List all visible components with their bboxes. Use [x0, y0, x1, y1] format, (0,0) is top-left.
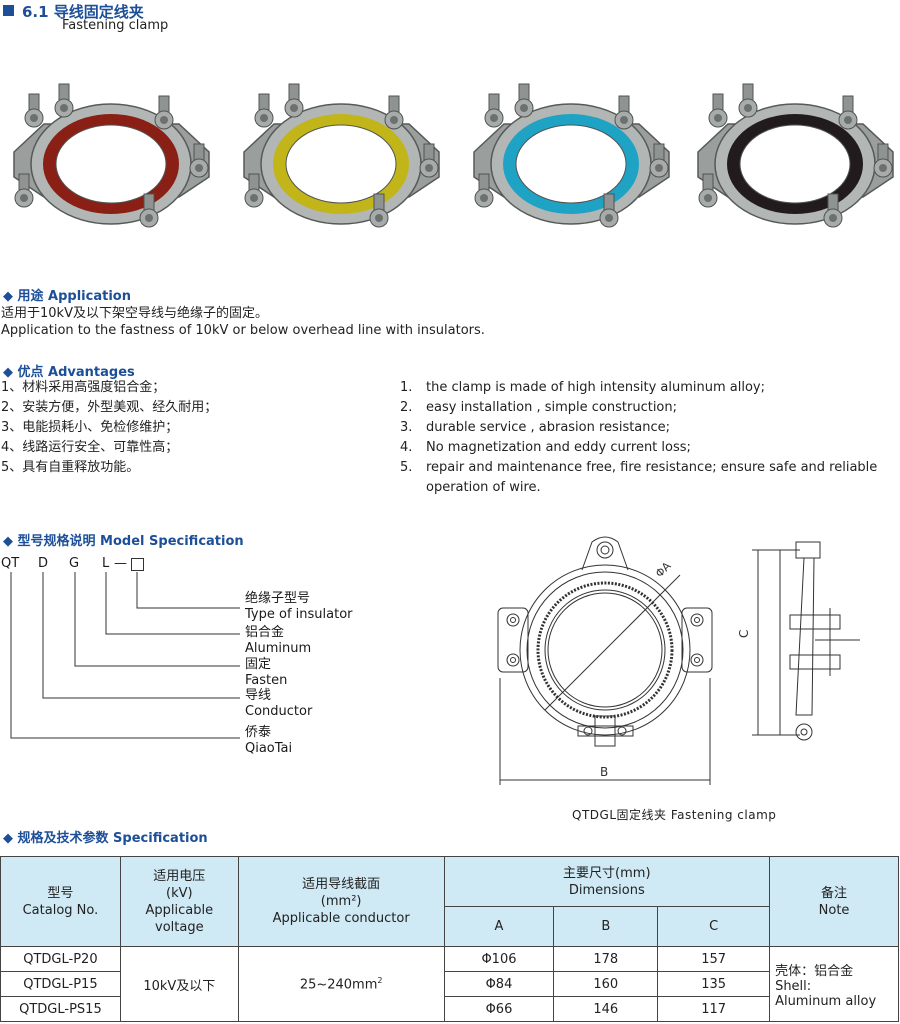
cell-model: QTDGL-PS15 — [0, 996, 121, 1022]
cell-b: 178 — [553, 946, 659, 972]
diamond-icon: ◆ — [3, 289, 13, 304]
code-d: D — [38, 556, 49, 571]
advantage-en-item: No magnetization and eddy current loss; — [426, 440, 691, 455]
cell-a: Φ66 — [443, 996, 555, 1022]
product-image-red — [13, 83, 210, 228]
header-b: B — [553, 906, 659, 947]
code-dash: — — [114, 556, 127, 571]
header-conductor: 适用导线截面 (mm²) Applicable conductor — [237, 856, 445, 947]
model-leader-lines — [10, 572, 240, 739]
header-dimensions: 主要尺寸(mm) Dimensions — [443, 856, 771, 907]
advantages-cn-list: 1、材料采用高强度铝合金； 2、安装方便，外型美观、经久耐用； 3、电能损耗小、… — [1, 378, 217, 478]
technical-drawing: ΦA B C — [497, 536, 860, 785]
spec-heading: ◆ 规格及技术参数 Specification — [3, 831, 208, 846]
application-heading: ◆ 用途 Application — [3, 289, 131, 304]
product-image-black — [697, 83, 894, 228]
drawing-caption: QTDGL固定线夹 Fastening clamp — [572, 808, 777, 822]
cell-model: QTDGL-P20 — [0, 946, 121, 972]
application-text-cn: 适用于10kV及以下架空导线与绝缘子的固定。 — [1, 306, 268, 321]
dim-b: B — [600, 765, 608, 779]
table-row: QTDGL-PS15 Φ66 146 117 — [0, 996, 899, 1022]
advantages-en-list: the clamp is made of high intensity alum… — [426, 378, 877, 498]
advantage-en-item: operation of wire. — [426, 480, 541, 495]
header-a: A — [443, 906, 555, 947]
cell-b: 146 — [553, 996, 659, 1022]
product-image-blue — [473, 83, 670, 228]
advantages-heading: ◆ 优点 Advantages — [3, 365, 135, 380]
advantage-en-item: easy installation , simple construction; — [426, 400, 678, 415]
advantage-cn-item: 4、线路运行安全、可靠性高； — [1, 440, 179, 455]
diamond-icon: ◆ — [3, 534, 13, 549]
cell-note: 壳体：铝合金 Shell: Aluminum alloy — [769, 946, 899, 1022]
advantage-cn-item: 1、材料采用高强度铝合金； — [1, 380, 166, 395]
advantage-en-item: the clamp is made of high intensity alum… — [426, 380, 765, 395]
cell-c: 135 — [657, 971, 771, 997]
cell-c: 117 — [657, 996, 771, 1022]
cell-model: QTDGL-P15 — [0, 971, 121, 997]
advantage-cn-item: 2、安装方便，外型美观、经久耐用； — [1, 400, 218, 415]
spec-table: 型号 Catalog No. 适用电压 (kV) Applicable volt… — [0, 856, 899, 1022]
model-heading: ◆ 型号规格说明 Model Specification — [3, 534, 244, 549]
cell-b: 160 — [553, 971, 659, 997]
header-model: 型号 Catalog No. — [0, 856, 121, 947]
cell-a: Φ106 — [443, 946, 555, 972]
header-note: 备注 Note — [769, 856, 899, 947]
application-text-en: Application to the fastness of 10kV or b… — [1, 323, 485, 338]
page-title: 6.1 导线固定线夹 — [22, 3, 144, 21]
code-l: L — [102, 556, 110, 571]
product-image-yellow — [243, 83, 440, 228]
header-voltage: 适用电压 (kV) Applicable voltage — [119, 856, 239, 947]
cell-c: 157 — [657, 946, 771, 972]
cell-voltage: 10kV及以下 — [119, 946, 239, 1022]
table-row: QTDGL-P15 Φ84 160 135 — [0, 971, 899, 997]
code-g: G — [69, 556, 80, 571]
section-marker — [3, 5, 14, 16]
advantage-cn-item: 5、具有自重释放功能。 — [1, 460, 140, 475]
diamond-icon: ◆ — [3, 365, 13, 380]
advantage-en-item: repair and maintenance free, fire resist… — [426, 460, 878, 475]
diamond-icon: ◆ — [3, 831, 13, 846]
advantages-en-numbers: 1. 2. 3. 4. 5. — [400, 380, 413, 475]
cell-conductor: 25~240mm2 — [237, 946, 445, 1022]
table-row: QTDGL-P20 10kV及以下 25~240mm2 Φ106 178 157… — [0, 946, 899, 1022]
header-c: C — [657, 906, 771, 947]
dim-c: C — [737, 630, 751, 638]
advantage-en-item: durable service , abrasion resistance; — [426, 420, 671, 435]
page-subtitle: Fastening clamp — [62, 18, 169, 33]
advantage-cn-item: 3、电能损耗小、免检修维护； — [1, 420, 179, 435]
code-qt: QT — [1, 556, 20, 571]
insulator-type-box — [131, 558, 144, 571]
dim-phi-a: ΦA — [653, 559, 674, 580]
cell-a: Φ84 — [443, 971, 555, 997]
